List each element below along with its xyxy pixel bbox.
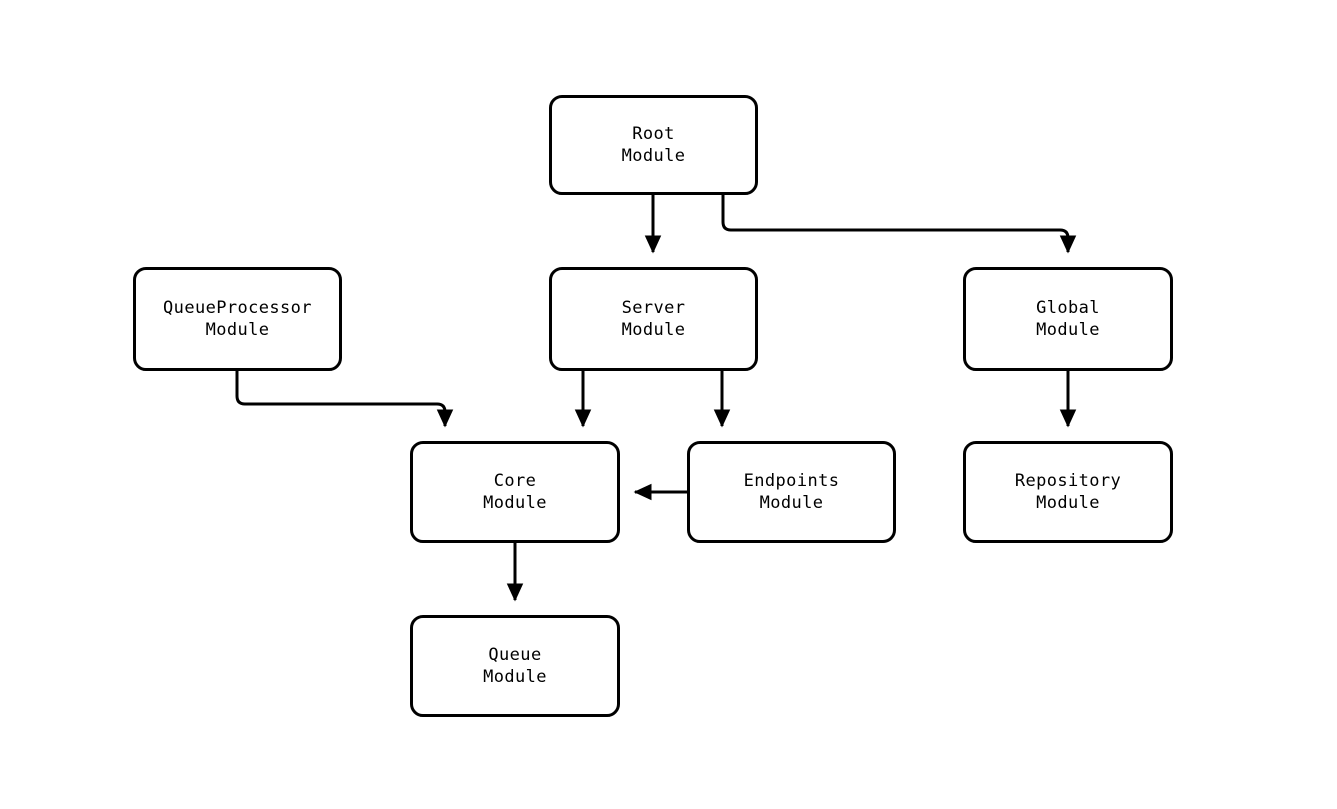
- node-subtitle: Module: [483, 667, 547, 687]
- node-title: Core: [493, 471, 537, 491]
- node-subtitle: Module: [621, 320, 686, 340]
- edge-queueprocessor-core: [235, 371, 454, 428]
- node-title: Global: [1036, 298, 1100, 318]
- node-subtitle: Module: [1036, 493, 1100, 513]
- node-title: Repository: [1014, 471, 1122, 491]
- node-title: Root: [632, 124, 675, 144]
- node-title: QueueProcessor: [163, 298, 312, 318]
- node-title: Queue: [488, 645, 542, 665]
- node-subtitle: Module: [759, 493, 824, 513]
- node-title: Endpoints: [743, 471, 840, 491]
- node-subtitle: Module: [1036, 320, 1100, 340]
- node-subtitle: Module: [621, 146, 686, 166]
- edge-root-global: [721, 195, 1077, 254]
- node-title: Server: [621, 298, 686, 318]
- node-subtitle: Module: [205, 320, 270, 340]
- node-subtitle: Module: [483, 493, 547, 513]
